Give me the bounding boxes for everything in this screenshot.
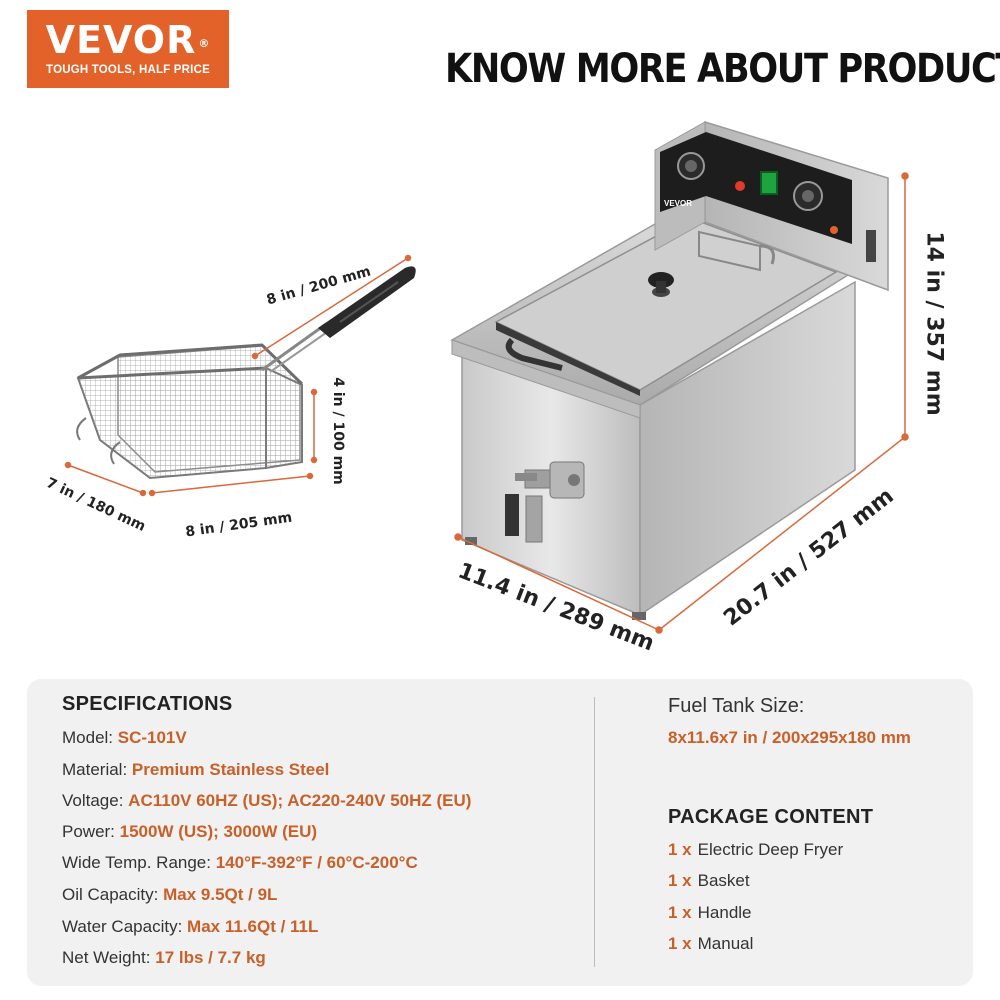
logo-brand: VEVOR® [45, 18, 211, 62]
spec-panel [27, 679, 973, 986]
spec-row-power: Power: 1500W (US); 3000W (EU) [62, 822, 318, 841]
basket-dimension-lines [64, 254, 412, 497]
page-headline: KNOW MORE ABOUT PRODUCT [445, 46, 1000, 92]
registered-mark: ® [198, 37, 211, 50]
fuel-tank-label: Fuel Tank Size: [668, 695, 805, 717]
panel-divider [594, 697, 595, 967]
fryer-dimension-lines [454, 172, 909, 634]
spec-row-model: Model: SC-101V [62, 728, 187, 747]
spec-row-material: Material: Premium Stainless Steel [62, 760, 330, 779]
spec-row-oil-capacity: Oil Capacity: Max 9.5Qt / 9L [62, 885, 278, 904]
deep-fryer: VEVOR [450, 120, 889, 620]
spec-row-net-weight: Net Weight: 17 lbs / 7.7 kg [62, 948, 266, 967]
fry-basket [76, 266, 416, 480]
product-illustration: VEVOR [64, 120, 909, 634]
package-content-title: PACKAGE CONTENT [668, 806, 874, 828]
spec-row-voltage: Voltage: AC110V 60HZ (US); AC220-240V 50… [62, 791, 472, 810]
spec-row-temp-range: Wide Temp. Range: 140°F-392°F / 60°C-200… [62, 853, 418, 872]
basket-height-dimension: 4 in / 100 mm [329, 377, 346, 485]
fryer-height-dimension: 14 in / 357 mm [921, 231, 947, 416]
logo-tagline: TOUGH TOOLS, HALF PRICE [46, 64, 210, 76]
specifications-title: SPECIFICATIONS [62, 693, 233, 715]
control-panel-brand: VEVOR [664, 199, 692, 208]
fuel-tank-value: 8x11.6x7 in / 200x295x180 mm [668, 728, 911, 747]
spec-row-water-capacity: Water Capacity: Max 11.6Qt / 11L [62, 917, 319, 936]
vevor-logo: VEVOR® TOUGH TOOLS, HALF PRICE [27, 10, 229, 88]
